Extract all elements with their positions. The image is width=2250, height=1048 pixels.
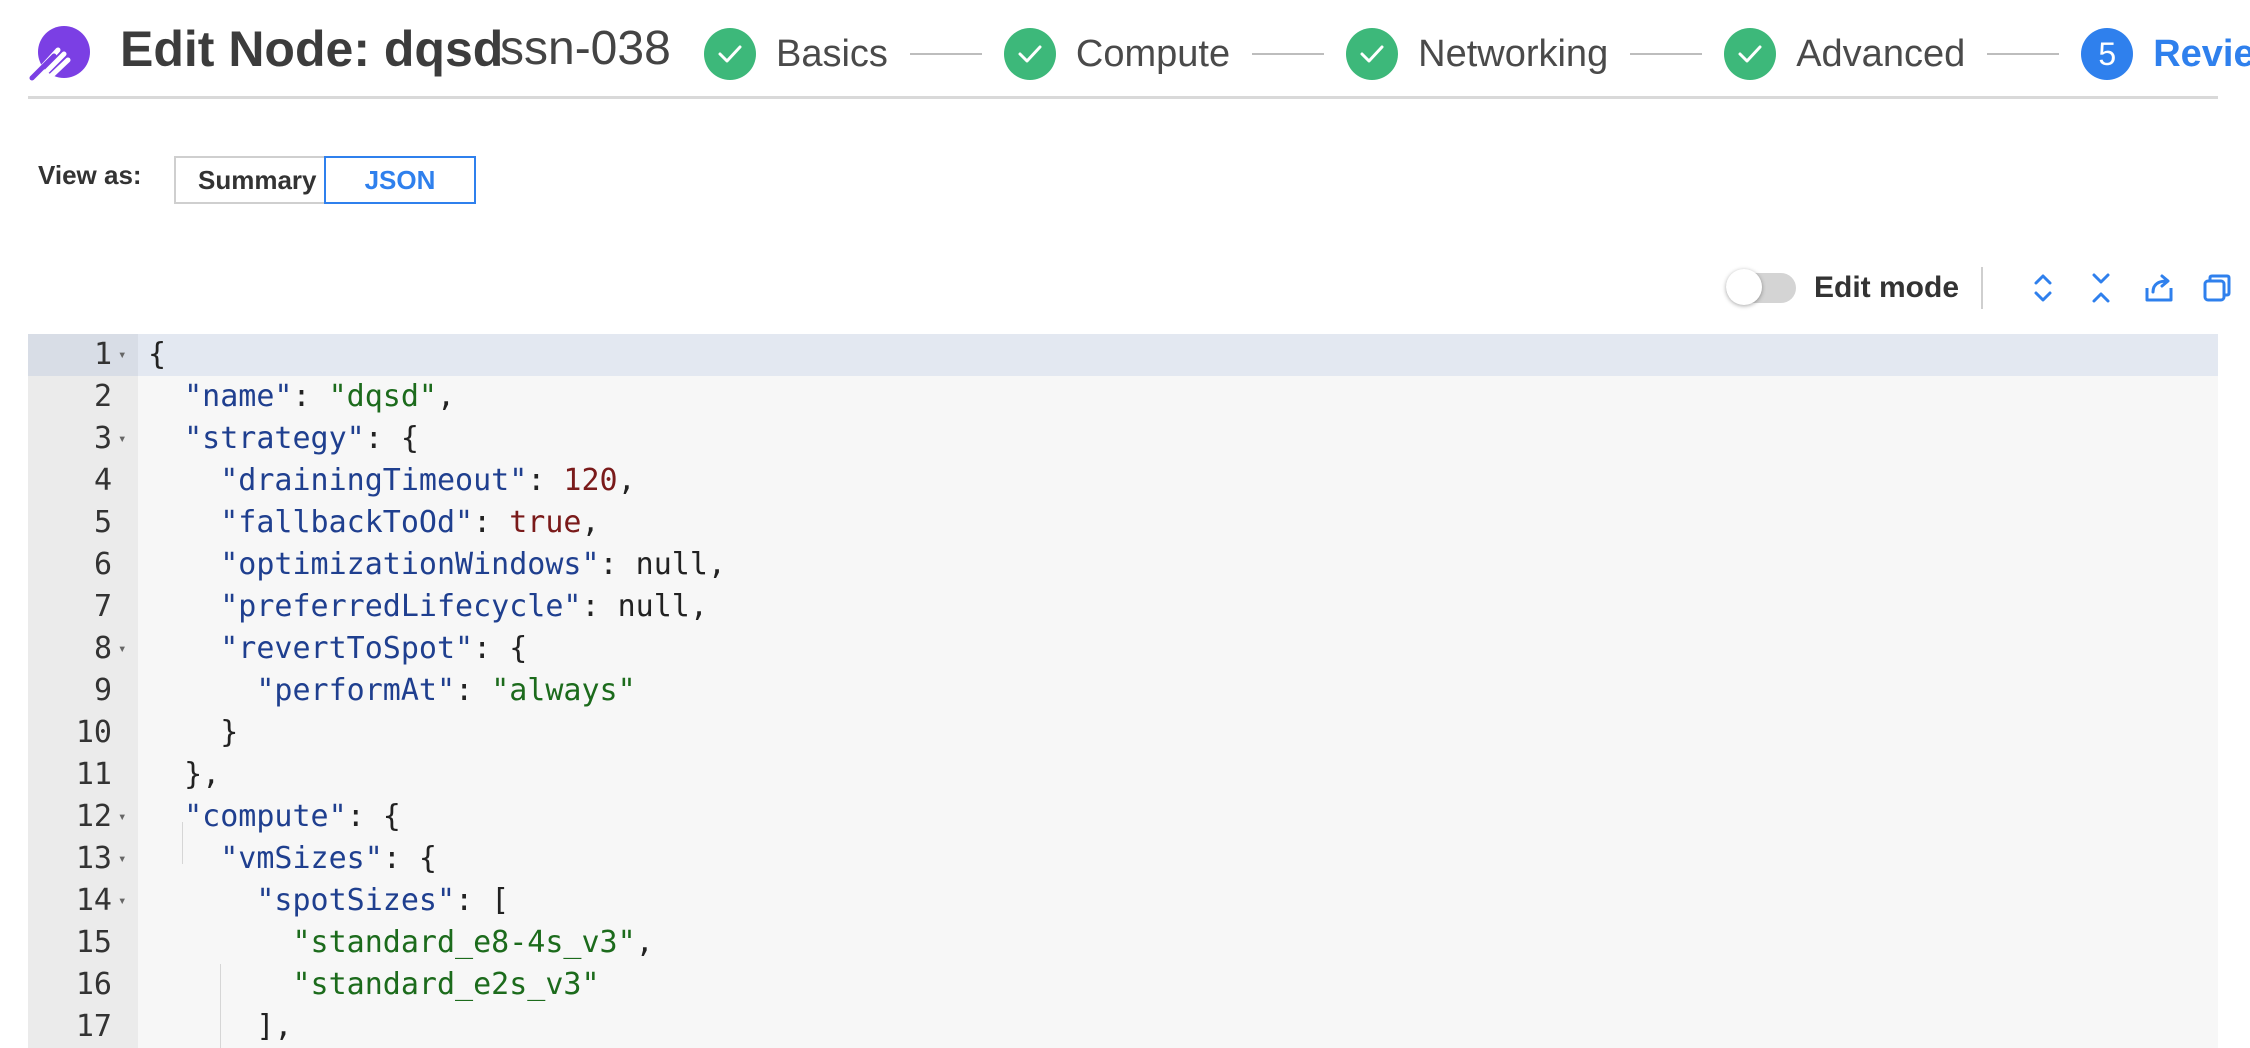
json-view-button[interactable]: JSON [324,156,476,204]
code-text: "compute": { [184,799,401,834]
step-advanced[interactable]: Advanced [1724,28,1965,80]
code-text: "strategy": { [184,421,419,456]
step-compute[interactable]: Compute [1003,28,1231,80]
code-text: "standard_e8-4s_v3", [292,925,654,960]
code-text: "standard_e2s_v3" [292,967,600,1002]
checkmark-icon [1346,28,1399,80]
edit-mode-switch[interactable] [1726,269,1796,305]
code-line[interactable]: 8 ▾ "revertToSpot": { [28,628,2218,670]
step-review[interactable]: 5 Review [2081,28,2250,80]
code-text: "revertToSpot": { [220,631,528,666]
logo-icon [28,22,96,82]
fold-arrow-icon[interactable]: ▾ [118,641,127,657]
line-number: 1 [93,337,112,372]
code-line[interactable]: 10 } [28,712,2218,754]
code-text: "spotSizes": [ [256,883,510,918]
code-line[interactable]: 14 ▾ "spotSizes": [ [28,880,2218,922]
checkmark-icon [704,28,756,80]
code-text: { [148,337,167,372]
line-number: 7 [93,589,112,624]
line-number: 13 [75,841,112,876]
expand-all-icon[interactable] [2027,270,2059,306]
code-line[interactable]: 13 ▾ "vmSizes": { [28,838,2218,880]
summary-view-button[interactable]: Summary [174,156,324,204]
line-number: 4 [93,463,112,498]
line-number: 6 [93,547,112,582]
copy-icon[interactable] [2201,270,2233,306]
step-number: 5 [2081,28,2134,80]
code-line[interactable]: 9 "performAt": "always" [28,670,2218,712]
line-number: 3 [93,421,112,456]
view-as-toggle: Summary JSON [174,156,476,204]
code-line[interactable]: 15 "standard_e8-4s_v3", [28,922,2218,964]
active-line-gutter [28,334,138,376]
step-basics[interactable]: Basics [704,28,888,80]
toolbar-divider [1981,267,1984,309]
code-line[interactable]: 3 ▾ "strategy": { [28,418,2218,460]
code-text: } [148,715,239,750]
fold-arrow-icon[interactable]: ▾ [118,347,127,363]
edit-mode-label: Edit mode [1814,271,1960,304]
step-label: Advanced [1796,32,1966,75]
code-text: "vmSizes": { [220,841,437,876]
code-line[interactable]: 5 "fallbackToOd": true, [28,502,2218,544]
line-number: 12 [75,799,112,834]
code-line[interactable]: 12 ▾ "compute": { [28,796,2218,838]
code-line[interactable]: 7 "preferredLifecycle": null, [28,586,2218,628]
switch-knob [1726,269,1762,305]
code-line[interactable]: 2 "name": "dqsd", [28,376,2218,418]
editor-toolbar: Edit mode [1726,266,2233,310]
line-number: 16 [75,967,112,1002]
line-number: 11 [75,757,112,792]
code-text: "drainingTimeout": 120, [220,463,636,498]
line-number: 17 [75,1009,112,1044]
indent-guide [220,964,221,1048]
code-text: }, [148,757,221,792]
step-networking[interactable]: Networking [1346,28,1608,80]
collapse-all-icon[interactable] [2085,270,2117,306]
step-connector [1630,53,1703,55]
line-number: 5 [93,505,112,540]
line-number: 9 [93,673,112,708]
step-label: Review [2153,32,2250,75]
code-line[interactable]: 16 "standard_e2s_v3" [28,964,2218,1006]
step-label: Basics [776,32,888,75]
checkmark-icon [1724,28,1777,80]
header: Edit Node: dqsd ssn-038 Basics Compute Net… [28,0,2250,99]
line-number: 2 [93,379,112,414]
page-subtitle: ssn-038 [500,22,671,75]
page-title: Edit Node: dqsd [120,21,504,77]
step-connector [909,53,982,55]
line-number: 10 [75,715,112,750]
export-icon[interactable] [2143,270,2175,306]
line-number: 14 [75,883,112,918]
line-number-gutter [28,334,138,1048]
code-line[interactable]: 1 ▾ { [28,334,2218,376]
view-as-label: View as: [38,160,142,190]
fold-arrow-icon[interactable]: ▾ [118,809,127,825]
indent-guide [182,822,183,864]
code-text: "optimizationWindows": null, [220,547,726,582]
step-connector [1252,53,1325,55]
code-text: ], [148,1009,293,1044]
fold-arrow-icon[interactable]: ▾ [118,431,127,447]
line-number: 8 [93,631,112,666]
code-line[interactable]: 11 }, [28,754,2218,796]
code-text: "fallbackToOd": true, [220,505,600,540]
checkmark-icon [1003,28,1056,80]
code-text: "name": "dqsd", [184,379,456,414]
step-label: Compute [1075,32,1231,75]
code-line[interactable]: 17 ], [28,1006,2218,1048]
wizard-steps: Basics Compute Networking Advanced 5 Review [704,28,2250,80]
fold-arrow-icon[interactable]: ▾ [118,851,127,867]
step-connector [1987,53,2060,55]
code-line[interactable]: 4 "drainingTimeout": 120, [28,460,2218,502]
line-number: 15 [75,925,112,960]
code-text: "performAt": "always" [256,673,636,708]
json-editor[interactable]: 1▾{2 "name": "dqsd",3▾ "strategy": {4 "d… [28,334,2218,1048]
step-label: Networking [1418,32,1609,75]
code-line[interactable]: 6 "optimizationWindows": null, [28,544,2218,586]
code-text: "preferredLifecycle": null, [220,589,708,624]
fold-arrow-icon[interactable]: ▾ [118,893,127,909]
